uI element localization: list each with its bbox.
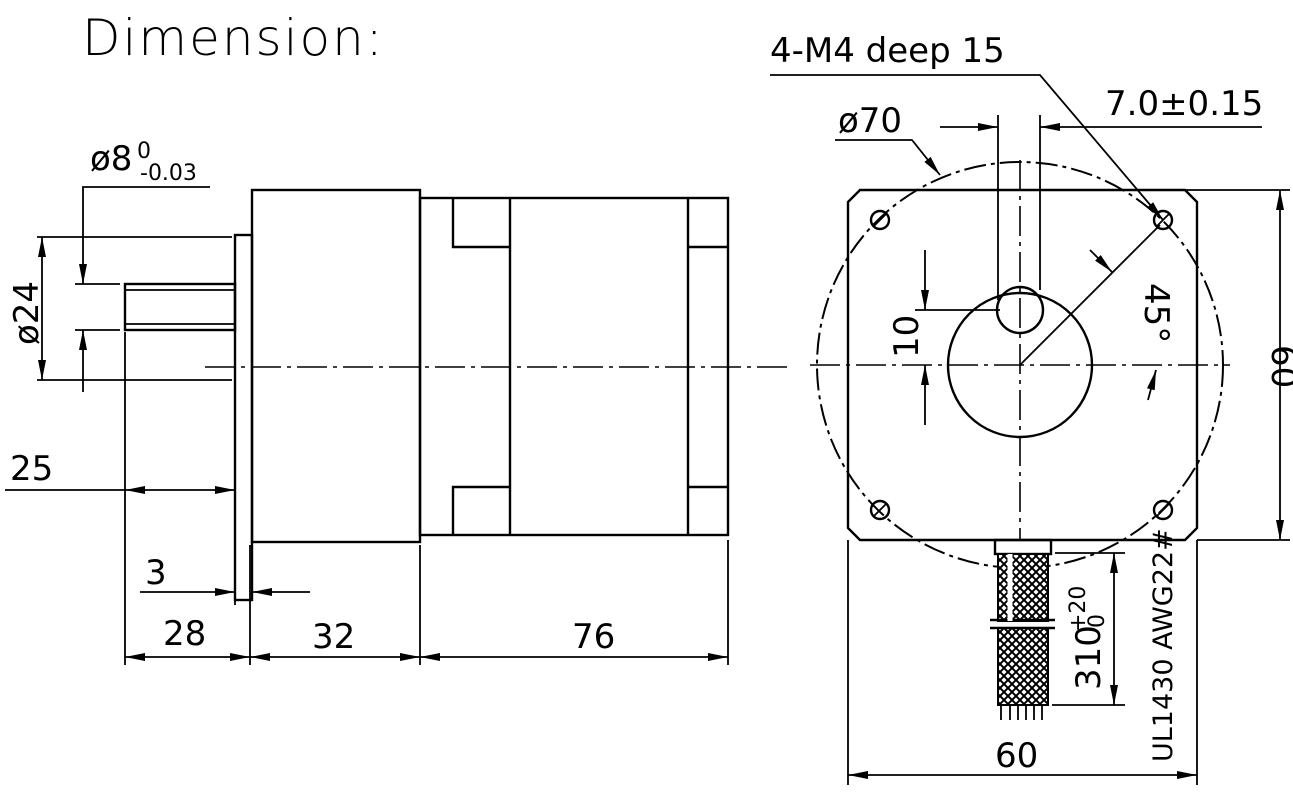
extension-lines xyxy=(37,236,232,381)
drawing-title: Dimension: xyxy=(82,9,385,67)
holes-leader xyxy=(770,74,1164,221)
holes-label: 4-M4 deep 15 xyxy=(770,31,1005,71)
mounting-hole xyxy=(869,499,891,521)
motor-body-details xyxy=(451,198,728,535)
cable-connector xyxy=(993,538,1053,556)
motor-length-label: 76 xyxy=(572,617,615,657)
square-flange xyxy=(846,188,1199,542)
angle-arrow xyxy=(1146,369,1157,401)
cable xyxy=(990,538,1055,720)
cable-braid xyxy=(997,627,1049,706)
shaft-dia-leader xyxy=(79,186,210,284)
angle-line xyxy=(1019,224,1161,366)
side-view: ø24 ø8 0 -0.03 25 3 28 32 76 xyxy=(5,139,790,665)
extension-lines xyxy=(124,332,729,665)
cable-braid xyxy=(997,553,1049,622)
shaft-length-label: 25 xyxy=(10,449,53,489)
cable-spec-label: UL1430 AWG22# xyxy=(1148,528,1179,762)
mounting-holes xyxy=(869,209,1174,521)
width-label: 60 xyxy=(995,736,1038,776)
angle-arrow xyxy=(1089,249,1113,273)
motor-body xyxy=(418,196,730,537)
offset-label: 10 xyxy=(887,315,927,358)
gear-length-1-label: 28 xyxy=(163,614,206,654)
cable-length-label: 310 xyxy=(1069,625,1109,690)
gearbox xyxy=(250,188,422,544)
cable-tol-lower: 0 xyxy=(1085,614,1110,628)
mounting-hole xyxy=(1152,499,1174,521)
height-extension-lines xyxy=(1185,189,1290,541)
front-view: 7.0±0.15 4-M4 deep 15 ø70 45° 10 60 60 xyxy=(770,31,1293,785)
shaft-tol-lower: -0.03 xyxy=(140,161,197,186)
bolt-circle-leader xyxy=(835,139,941,176)
height-label: 60 xyxy=(1263,345,1293,388)
shaft-dia-label: ø8 xyxy=(90,139,132,179)
flat-label: 7.0±0.15 xyxy=(1105,84,1263,124)
angle-label: 45° xyxy=(1136,283,1176,343)
cable-tol-upper: +20 xyxy=(1066,586,1091,632)
wire-ends xyxy=(1000,705,1043,720)
pilot-dia-label: ø24 xyxy=(7,281,47,345)
shaft-tol-upper: 0 xyxy=(137,139,151,164)
flat-extension-lines xyxy=(997,115,1041,300)
bolt-circle-label: ø70 xyxy=(838,101,902,141)
gear-length-2-label: 32 xyxy=(312,617,355,657)
mounting-hole xyxy=(1152,209,1174,231)
flange-thickness-label: 3 xyxy=(145,553,167,593)
mounting-hole xyxy=(869,209,891,231)
width-extension-lines xyxy=(847,540,1198,785)
